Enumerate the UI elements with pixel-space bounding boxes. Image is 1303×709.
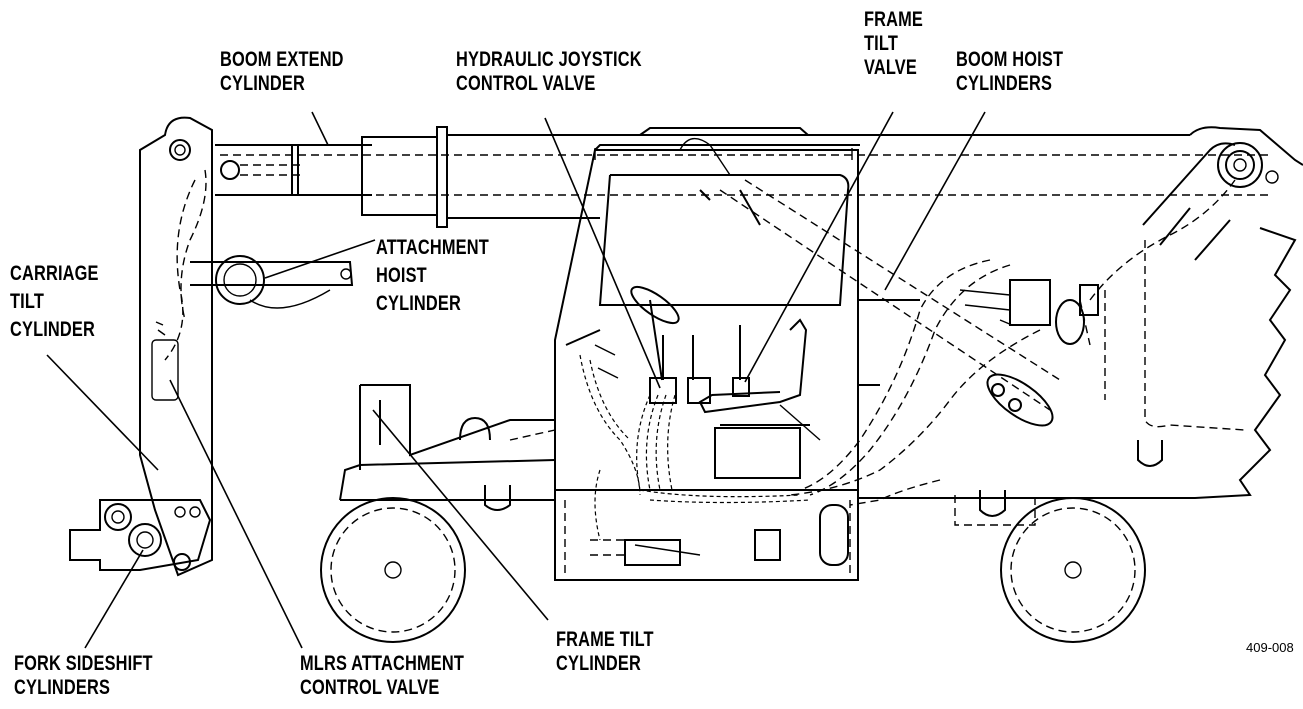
label-line: BOOM HOIST xyxy=(956,48,1064,71)
leader-attachment-hoist xyxy=(264,239,376,279)
front-wheel xyxy=(320,497,466,643)
leader-carriage-tilt xyxy=(46,354,159,471)
label-line: HOIST xyxy=(376,264,427,287)
label-line: BOOM EXTEND xyxy=(220,48,344,71)
rear-frame xyxy=(858,227,1297,526)
label-line: CYLINDERS xyxy=(14,676,111,699)
leader-frame-tilt-cyl xyxy=(372,409,549,621)
label-carriage-tilt-cylinder: CARRIAGE TILT CYLINDER xyxy=(10,260,99,344)
rear-wheel xyxy=(1000,497,1146,643)
cab xyxy=(554,137,860,581)
leader-frame-tilt-valve xyxy=(744,111,894,383)
label-line: CARRIAGE xyxy=(10,262,99,285)
label-boom-hoist-cylinders: BOOM HOIST CYLINDERS xyxy=(956,48,1063,96)
label-line: ATTACHMENT xyxy=(376,236,489,259)
label-mlrs-attachment-control-valve: MLRS ATTACHMENT CONTROL VALVE xyxy=(300,652,464,700)
label-line: CYLINDER xyxy=(556,652,641,675)
carriage-upright xyxy=(139,116,213,577)
label-line: FRAME xyxy=(864,8,924,31)
label-line: VALVE xyxy=(864,56,917,79)
label-line: TILT xyxy=(864,32,898,55)
label-frame-tilt-valve: FRAME TILT VALVE xyxy=(864,8,923,80)
boom-hoist-cylinders xyxy=(719,179,1091,427)
fork-sideshift xyxy=(69,499,212,571)
label-attachment-hoist-cylinder: ATTACHMENT HOIST CYLINDER xyxy=(376,234,489,318)
hydraulic-lines xyxy=(579,179,1236,541)
leader-joystick xyxy=(544,117,661,389)
label-line: FORK SIDESHIFT xyxy=(14,652,153,675)
label-boom-extend-cylinder: BOOM EXTEND CYLINDER xyxy=(220,48,344,96)
label-frame-tilt-cylinder: FRAME TILT CYLINDER xyxy=(556,628,654,676)
boom-extend-cylinder xyxy=(215,144,300,196)
label-line: CONTROL VALVE xyxy=(456,72,596,95)
label-line: CYLINDERS xyxy=(956,72,1053,95)
label-line: HYDRAULIC JOYSTICK xyxy=(456,48,642,71)
label-line: CYLINDER xyxy=(10,318,95,341)
label-line: TILT xyxy=(10,290,44,313)
leader-fork-sideshift xyxy=(84,549,144,649)
front-frame xyxy=(339,384,556,511)
boom xyxy=(220,126,1303,261)
label-hydraulic-joystick-control-valve: HYDRAULIC JOYSTICK CONTROL VALVE xyxy=(456,48,642,96)
figure-number: 409-008 xyxy=(1246,640,1294,655)
leader-boom-hoist xyxy=(884,111,986,291)
label-line: CONTROL VALVE xyxy=(300,676,440,699)
label-line: CYLINDER xyxy=(376,292,461,315)
label-fork-sideshift-cylinders: FORK SIDESHIFT CYLINDERS xyxy=(14,652,153,700)
leader-boom-extend xyxy=(311,111,329,146)
attachment-hoist-cylinder xyxy=(190,255,354,309)
leader-mlrs xyxy=(169,379,303,649)
label-line: FRAME TILT xyxy=(556,628,654,651)
leader-lines xyxy=(46,111,986,649)
label-line: CYLINDER xyxy=(220,72,305,95)
lower-chassis xyxy=(564,500,851,575)
label-line: MLRS ATTACHMENT xyxy=(300,652,464,675)
